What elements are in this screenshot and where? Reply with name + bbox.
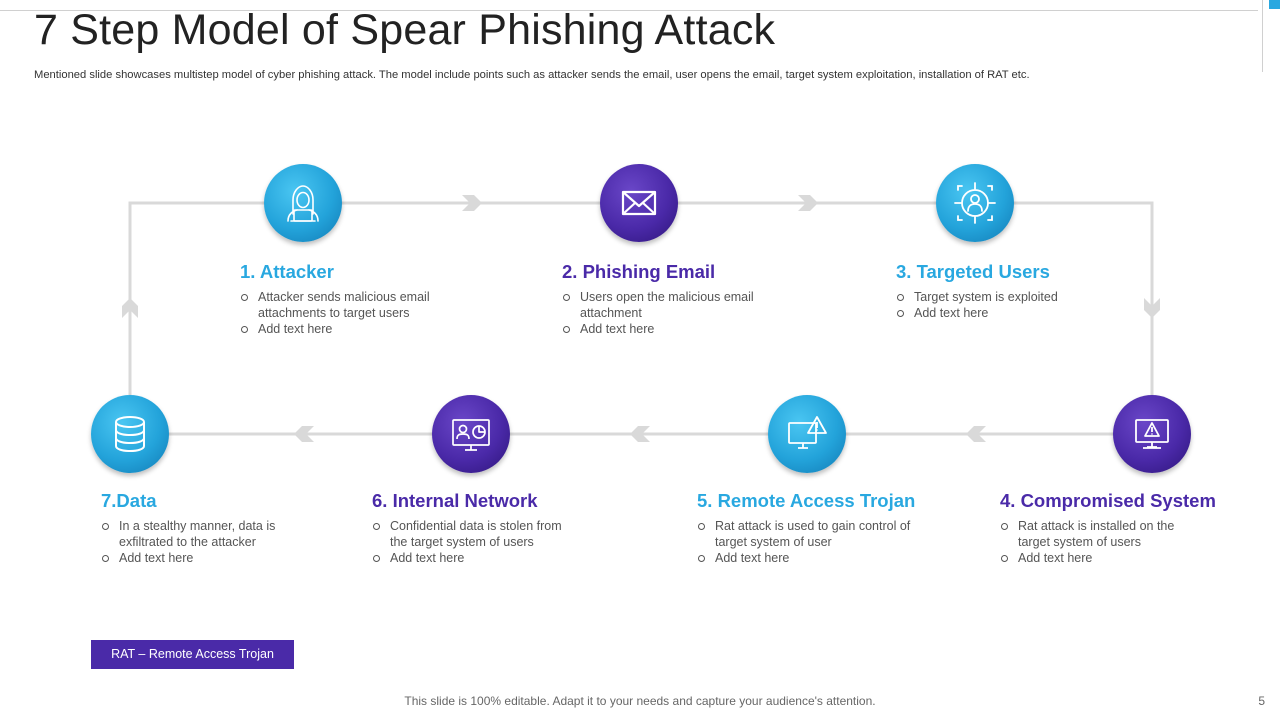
step-1-bullet-1: Attacker sends malicious email attachmen… (240, 289, 470, 321)
step-7-bullet-1: In a stealthy manner, data is exfiltrate… (101, 518, 301, 550)
step-5-bullet-1: Rat attack is used to gain control of ta… (697, 518, 912, 550)
chevron-right-1 (462, 195, 482, 211)
page-number: 5 (1258, 694, 1265, 708)
step-7-circle (91, 395, 169, 473)
chevron-up (122, 298, 138, 318)
step-3-bullet-1: Target system is exploited (896, 289, 1126, 305)
step-3-title: 3. Targeted Users (896, 261, 1050, 282)
step-5-bullet-2: Add text here (697, 550, 912, 566)
step-1-bullet-2: Add text here (240, 321, 470, 337)
top-divider (0, 10, 1258, 11)
step-7-title: 7.Data (101, 490, 157, 511)
hooded-hacker-icon (287, 185, 319, 222)
step-5-bullets: Rat attack is used to gain control of ta… (697, 518, 912, 566)
chevron-left-1 (966, 426, 986, 442)
step-3-circle (936, 164, 1014, 242)
step-6-bullet-1: Confidential data is stolen from the tar… (372, 518, 582, 550)
monitor-alert-icon (788, 416, 827, 449)
database-icon (115, 416, 145, 453)
step-7-bullet-2: Add text here (101, 550, 301, 566)
corner-divider (1262, 0, 1263, 72)
footer-note: This slide is 100% editable. Adapt it to… (404, 694, 876, 708)
step-6: 6. Internal Network Confidential data is… (372, 490, 602, 566)
monitor-warning-icon (1135, 419, 1169, 449)
step-5-circle (768, 395, 846, 473)
step-4: 4. Compromised System Rat attack is inst… (1000, 490, 1240, 566)
chevron-left-3 (294, 426, 314, 442)
step-2-bullets: Users open the malicious email attachmen… (562, 289, 762, 337)
step-6-circle (432, 395, 510, 473)
step-1: 1. Attacker Attacker sends malicious ema… (240, 261, 470, 337)
step-1-circle (264, 164, 342, 242)
step-4-bullet-1: Rat attack is installed on the target sy… (1000, 518, 1200, 550)
step-6-title: 6. Internal Network (372, 490, 538, 511)
step-1-bullets: Attacker sends malicious email attachmen… (240, 289, 470, 337)
step-2-bullet-2: Add text here (562, 321, 762, 337)
chevron-right-2 (798, 195, 818, 211)
step-4-bullet-2: Add text here (1000, 550, 1200, 566)
rat-legend-box: RAT – Remote Access Trojan (91, 640, 294, 669)
step-2-title: 2. Phishing Email (562, 261, 716, 282)
step-2-bullet-1: Users open the malicious email attachmen… (562, 289, 762, 321)
step-2-circle (600, 164, 678, 242)
step-3: 3. Targeted Users Target system is explo… (896, 261, 1126, 321)
step-4-circle (1113, 395, 1191, 473)
chevron-left-2 (630, 426, 650, 442)
step-5-title: 5. Remote Access Trojan (697, 490, 916, 511)
step-1-title: 1. Attacker (240, 261, 334, 282)
target-user-icon (954, 182, 996, 224)
step-3-bullet-2: Add text here (896, 305, 1126, 321)
step-6-bullet-2: Add text here (372, 550, 582, 566)
step-7-bullets: In a stealthy manner, data is exfiltrate… (101, 518, 301, 566)
step-5: 5. Remote Access Trojan Rat attack is us… (697, 490, 937, 566)
step-6-bullets: Confidential data is stolen from the tar… (372, 518, 582, 566)
step-2: 2. Phishing Email Users open the malicio… (562, 261, 762, 337)
step-3-bullets: Target system is exploited Add text here (896, 289, 1126, 321)
slide-subtitle: Mentioned slide showcases multistep mode… (34, 69, 1030, 81)
monitor-user-chart-icon (452, 419, 490, 451)
chevron-down (1144, 298, 1160, 318)
envelope-icon (621, 190, 657, 216)
step-4-title: 4. Compromised System (1000, 490, 1216, 511)
slide-title: 7 Step Model of Spear Phishing Attack (34, 6, 776, 54)
step-4-bullets: Rat attack is installed on the target sy… (1000, 518, 1200, 566)
corner-accent (1269, 0, 1280, 9)
step-7: 7.Data In a stealthy manner, data is exf… (101, 490, 311, 566)
